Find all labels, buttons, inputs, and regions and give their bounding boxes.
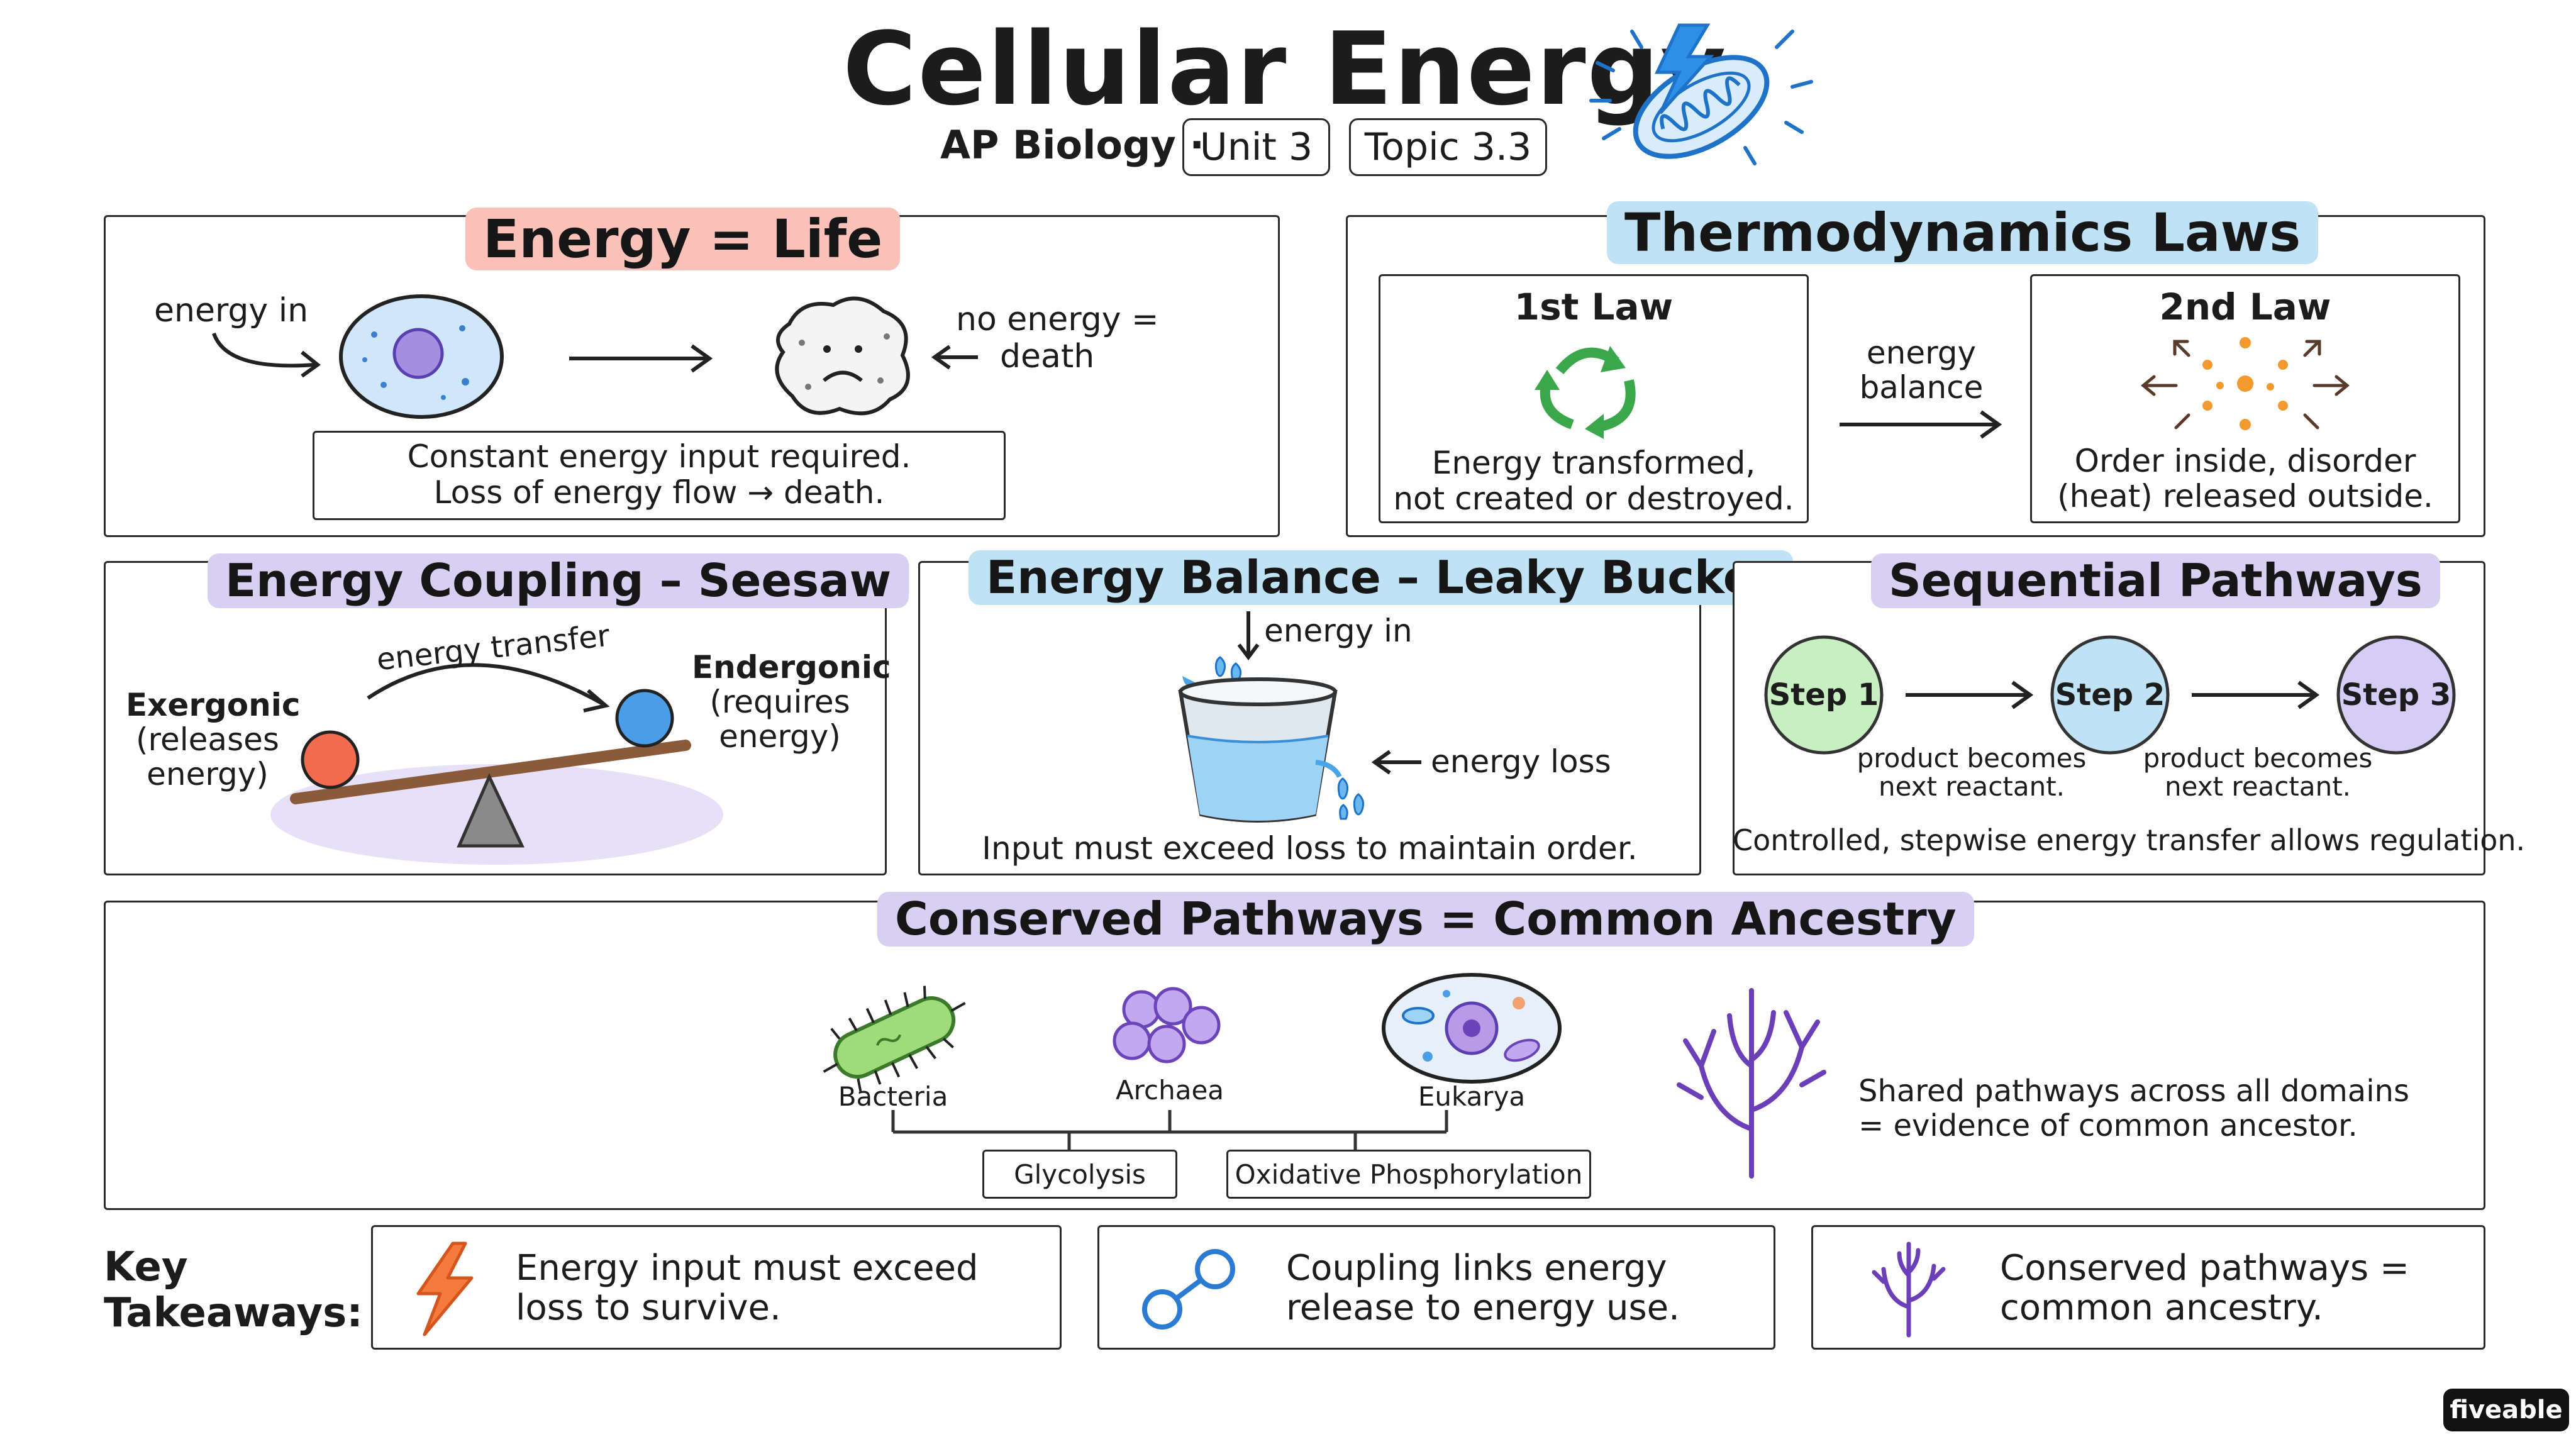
- second-law-text-1: Order inside, disorder: [2074, 443, 2416, 479]
- death-arrow: [931, 345, 978, 370]
- bucket-energy-in-label: energy in: [1264, 613, 1413, 649]
- exergonic-desc-2: energy): [147, 756, 269, 792]
- product-note-1a: product becomes: [1857, 743, 2087, 774]
- takeaway-2-line-2: release to energy use.: [1286, 1287, 1680, 1328]
- recycle-icon: [1535, 346, 1636, 439]
- disorder-icon: [2141, 337, 2350, 430]
- second-law-title: 2nd Law: [2159, 286, 2331, 328]
- glycolysis-box: Glycolysis: [982, 1150, 1177, 1199]
- shared-pathways-text-2: = evidence of common ancestor.: [1858, 1108, 2358, 1143]
- second-law-box: [2030, 274, 2460, 523]
- product-note-2a: product becomes: [2143, 743, 2373, 774]
- bucket-caption: Input must exceed loss to maintain order…: [982, 830, 1638, 867]
- conserved-title: Conserved Pathways = Common Ancestry: [877, 892, 1974, 947]
- note-line-1: Constant energy input required.: [407, 438, 911, 475]
- thermo-title: Thermodynamics Laws: [1607, 201, 2319, 265]
- bacteria-label: Bacteria: [838, 1081, 948, 1112]
- dying-cell-icon: [775, 296, 910, 416]
- takeaway-3-line-2: common ancestry.: [2000, 1287, 2323, 1328]
- energy-in-label: energy in: [154, 292, 309, 330]
- archaea-icon: [1113, 987, 1221, 1063]
- endergonic-desc-2: energy): [719, 718, 841, 755]
- healthy-cell-icon: [339, 294, 504, 419]
- step-2-label[interactable]: Step 2: [2055, 677, 2165, 713]
- fiveable-logo-text: fiveable: [2450, 1396, 2563, 1424]
- energy-loss-label: energy loss: [1431, 743, 1611, 780]
- leaky-bucket-icon: [1178, 656, 1365, 823]
- shared-pathways-text-1: Shared pathways across all domains: [1858, 1074, 2409, 1109]
- coupling-title: Energy Coupling – Seesaw: [208, 553, 909, 609]
- tree-icon: [1872, 1241, 1946, 1338]
- archaea-label: Archaea: [1115, 1075, 1224, 1106]
- sequential-caption: Controlled, stepwise energy transfer all…: [1733, 823, 2526, 857]
- link-icon: [1142, 1249, 1235, 1330]
- energy-in-down-arrow: [1237, 611, 1260, 660]
- no-energy-label: no energy =: [956, 301, 1159, 338]
- bacteria-icon: [823, 985, 966, 1092]
- fiveable-logo: fiveable: [2443, 1389, 2569, 1431]
- product-note-1b: next reactant.: [1878, 771, 2065, 802]
- seesaw-illustration: [270, 663, 723, 865]
- exergonic-desc-1: (releases: [136, 721, 279, 758]
- takeaways-label-2: Takeaways:: [104, 1290, 363, 1336]
- takeaway-1-line-1: Energy input must exceed: [516, 1248, 979, 1289]
- life-arrow: [569, 344, 713, 373]
- sequential-title: Sequential Pathways: [1871, 553, 2440, 609]
- takeaways-label-1: Key: [104, 1244, 188, 1291]
- second-law-text-2: (heat) released outside.: [2057, 478, 2433, 514]
- eukarya-icon: [1382, 973, 1562, 1084]
- step-3-label[interactable]: Step 3: [2341, 677, 2451, 713]
- energy-life-note: [313, 431, 1006, 520]
- takeaway-3-line-1: Conserved pathways =: [2000, 1248, 2409, 1289]
- mitochondrion-icon: [1589, 23, 1813, 165]
- first-law-text-1: Energy transformed,: [1431, 445, 1756, 481]
- phylogenetic-tree-icon: [1677, 988, 1826, 1179]
- takeaway-1-line-2: loss to survive.: [516, 1287, 781, 1328]
- endergonic-desc-1: (requires: [709, 684, 850, 720]
- bucket-title: Energy Balance – Leaky Bucket: [969, 550, 1794, 606]
- lightning-icon: [416, 1241, 474, 1336]
- energy-life-title: Energy = Life: [465, 208, 901, 271]
- first-law-box: [1379, 274, 1809, 523]
- death-label: death: [1000, 338, 1095, 375]
- step-1-label[interactable]: Step 1: [1768, 677, 1879, 713]
- eukarya-label: Eukarya: [1418, 1081, 1526, 1112]
- energy-in-arrow: [212, 332, 321, 378]
- pathway-connectors: [891, 1110, 1448, 1151]
- course-label: AP Biology ·: [940, 122, 1204, 168]
- oxphos-box: Oxidative Phosphorylation: [1226, 1150, 1591, 1199]
- takeaway-2-line-1: Coupling links energy: [1286, 1248, 1667, 1289]
- energy-loss-arrow: [1371, 750, 1421, 775]
- energy-balance-label-2: balance: [1859, 369, 1984, 406]
- unit-badge: Unit 3: [1182, 118, 1330, 176]
- energy-balance-label-1: energy: [1866, 335, 1977, 371]
- conserved-panel: [104, 901, 2485, 1210]
- page-title: Cellular Energy: [843, 10, 1728, 128]
- step-circles: [1764, 635, 2456, 755]
- takeaway-card-3: [1811, 1225, 2485, 1350]
- balance-arrow: [1840, 410, 2002, 439]
- endergonic-label: Endergonic: [692, 649, 891, 686]
- first-law-title: 1st Law: [1514, 286, 1674, 328]
- takeaway-card-1: [371, 1225, 1062, 1350]
- first-law-text-2: not created or destroyed.: [1393, 480, 1794, 517]
- topic-badge: Topic 3.3: [1349, 118, 1547, 176]
- note-line-2: Loss of energy flow → death.: [433, 474, 885, 511]
- product-note-2b: next reactant.: [2164, 771, 2351, 802]
- exergonic-label: Exergonic: [126, 687, 301, 723]
